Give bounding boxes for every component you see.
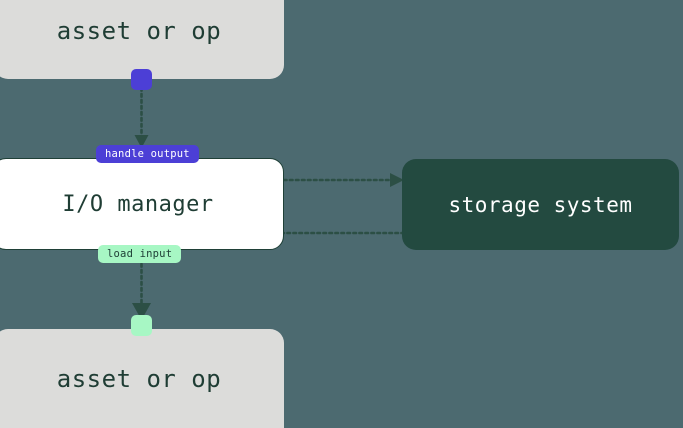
edge-label-handle-output[interactable]: handle output bbox=[96, 145, 199, 163]
edge-label-load-input[interactable]: load input bbox=[98, 245, 182, 263]
node-label: asset or op bbox=[56, 364, 222, 393]
node-asset-or-op-top[interactable]: asset or op bbox=[0, 0, 284, 79]
port-handle-output[interactable] bbox=[131, 69, 152, 90]
edge-label-text: load input bbox=[107, 248, 173, 260]
arrowhead-into-asset-bottom bbox=[132, 303, 151, 320]
edge-label-text: handle output bbox=[105, 148, 190, 160]
node-label: asset or op bbox=[56, 16, 222, 45]
node-label: storage system bbox=[448, 192, 633, 217]
arrowhead-into-handle-output-badge bbox=[134, 135, 149, 148]
node-io-manager[interactable]: I/O manager bbox=[0, 158, 284, 250]
node-label: I/O manager bbox=[62, 191, 214, 217]
port-load-input[interactable] bbox=[131, 315, 152, 336]
arrowhead-into-storage-system bbox=[390, 173, 404, 187]
node-storage-system[interactable]: storage system bbox=[402, 159, 679, 250]
